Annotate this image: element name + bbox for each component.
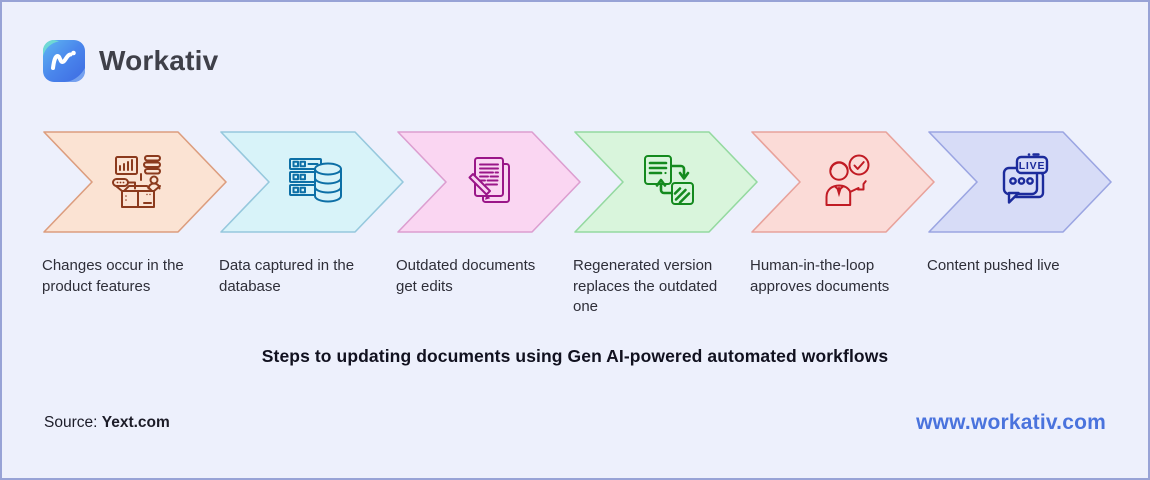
- step-product-changes: Changes occur in the product features: [42, 130, 227, 318]
- chevron-arrow: LIVE: [927, 130, 1113, 234]
- step-label: Outdated documents get edits: [396, 257, 536, 295]
- document-edit-icon: [468, 157, 510, 203]
- website-link[interactable]: www.workativ.com: [916, 411, 1106, 434]
- chevron-arrow: [750, 130, 936, 234]
- step-data-captured: Data captured in the database: [219, 130, 404, 318]
- chevron-arrow: [396, 130, 582, 234]
- brand-header: Workativ: [42, 39, 218, 83]
- step-outdated-edits: Outdated documents get edits: [396, 130, 581, 318]
- step-label: Changes occur in the product features: [42, 257, 184, 295]
- source-value: Yext.com: [101, 414, 170, 431]
- live-chat-icon: LIVE: [1002, 153, 1049, 204]
- step-label: Data captured in the database: [219, 257, 355, 295]
- chevron-arrow: [219, 130, 405, 234]
- step-label: Content pushed live: [927, 257, 1060, 274]
- source-credit: Source: Yext.com: [44, 414, 170, 432]
- workflow-steps: Changes occur in the product features: [42, 130, 1112, 318]
- footer: Source: Yext.com www.workativ.com: [44, 406, 1106, 440]
- live-badge-text: LIVE: [1019, 160, 1046, 172]
- step-regenerated-version: Regenerated version replaces the outdate…: [573, 130, 758, 318]
- step-human-approval: Human-in-the-loop approves documents: [750, 130, 935, 318]
- step-label: Human-in-the-loop approves documents: [750, 257, 890, 295]
- step-label: Regenerated version replaces the outdate…: [573, 257, 718, 316]
- database-server-icon: [289, 158, 342, 203]
- source-prefix: Source:: [44, 414, 98, 431]
- chevron-arrow: [573, 130, 759, 234]
- brand-name: Workativ: [99, 45, 219, 76]
- chevron-arrow: [42, 130, 228, 234]
- step-content-live: LIVE Content pushed live: [927, 130, 1112, 318]
- workativ-logo-icon: [43, 40, 85, 82]
- human-approval-icon: [825, 154, 870, 206]
- product-box-icon: [112, 155, 161, 208]
- infographic-title: Steps to updating documents using Gen AI…: [261, 346, 889, 366]
- document-replace-icon: [644, 155, 694, 205]
